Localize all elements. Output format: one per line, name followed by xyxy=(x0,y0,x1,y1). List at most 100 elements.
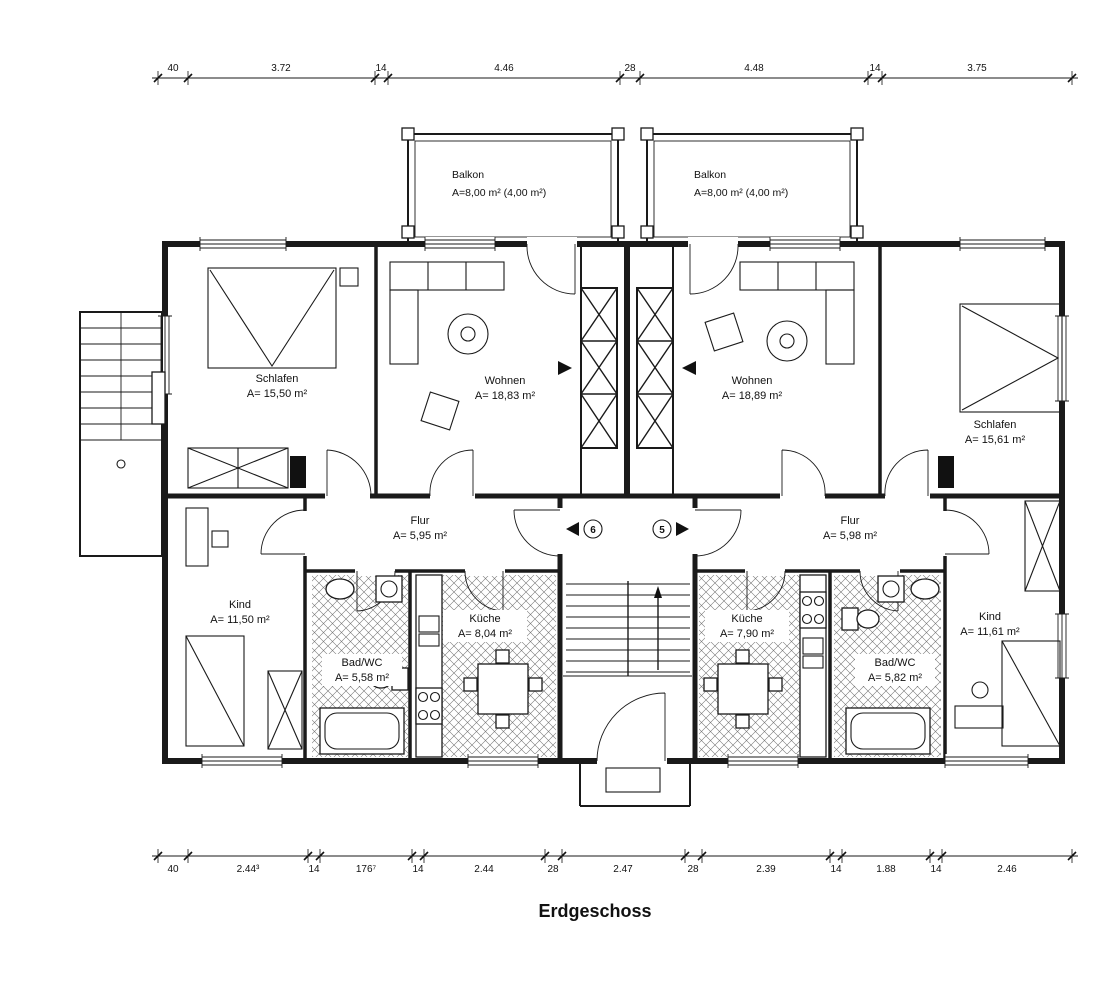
furniture xyxy=(185,261,1063,758)
window-schlafen-right xyxy=(959,237,1046,251)
svg-text:Balkon: Balkon xyxy=(694,169,726,181)
window-right-wall-lower xyxy=(1055,613,1069,679)
svg-text:A= 18,83 m²: A= 18,83 m² xyxy=(475,390,536,402)
wardrobe-kind-right xyxy=(1024,500,1061,592)
svg-text:4.48: 4.48 xyxy=(744,63,764,74)
toilet-bad-right xyxy=(841,607,880,631)
svg-text:A= 5,98 m²: A= 5,98 m² xyxy=(823,530,877,542)
round-table-wohnen-right xyxy=(766,320,808,362)
room-label-bad-left: Bad/WC A= 5,58 m² xyxy=(322,654,402,686)
window-kueche-left xyxy=(467,754,539,768)
svg-text:A=8,00 m² (4,00 m²): A=8,00 m² (4,00 m²) xyxy=(452,187,546,199)
dimension-line-top: 40 3.72 14 4.46 28 4.48 14 3.75 xyxy=(152,63,1078,86)
bed-kind-left xyxy=(185,635,245,747)
sofa-wohnen-left xyxy=(389,261,505,365)
room-label-kind-left: Kind A= 11,50 m² xyxy=(210,599,270,626)
room-labels: Balkon A=8,00 m² (4,00 m²) Balkon A=8,00… xyxy=(210,162,1025,686)
svg-text:A= 5,95 m²: A= 5,95 m² xyxy=(393,530,447,542)
svg-text:14: 14 xyxy=(930,864,942,875)
stove-kueche-right xyxy=(799,591,827,629)
room-label-bad-right: Bad/WC A= 5,82 m² xyxy=(855,654,935,686)
counter-kueche-left xyxy=(415,574,443,758)
svg-text:14: 14 xyxy=(830,864,842,875)
svg-text:28: 28 xyxy=(687,864,699,875)
svg-text:Schlafen: Schlafen xyxy=(256,373,299,385)
floorplan-figure: Balkon A=8,00 m² (4,00 m²) Balkon A=8,00… xyxy=(40,16,1115,971)
room-label-schlafen-left: Schlafen A= 15,50 m² xyxy=(247,373,308,400)
room-label-kueche-right: Küche A= 7,90 m² xyxy=(705,610,789,642)
svg-text:Kind: Kind xyxy=(229,599,251,611)
room-label-kueche-left: Küche A= 8,04 m² xyxy=(443,610,527,642)
door-balcony-right xyxy=(689,243,739,295)
svg-text:Bad/WC: Bad/WC xyxy=(875,657,916,669)
window-schlafen-left xyxy=(199,237,287,251)
bathtub-bad-right xyxy=(845,707,931,755)
bed-schlafen-right xyxy=(959,303,1063,413)
svg-text:Wohnen: Wohnen xyxy=(732,375,773,387)
svg-text:A= 11,50 m²: A= 11,50 m² xyxy=(210,614,270,626)
washer-bad-left xyxy=(375,575,403,603)
shaft-right xyxy=(636,287,674,449)
svg-text:A= 5,82 m²: A= 5,82 m² xyxy=(868,672,922,684)
bed-kind-right xyxy=(1001,640,1061,747)
window-wohnen-left xyxy=(424,237,496,251)
dining-table-kueche-left xyxy=(463,649,543,729)
svg-text:Flur: Flur xyxy=(411,515,430,527)
svg-text:28: 28 xyxy=(547,864,559,875)
sink-bad-left xyxy=(325,578,355,600)
svg-text:14: 14 xyxy=(869,63,881,74)
door-wohnen-left xyxy=(429,449,474,497)
svg-text:Balkon: Balkon xyxy=(452,169,484,181)
window-wohnen-right xyxy=(769,237,841,251)
wall-pier-right xyxy=(938,456,954,488)
svg-text:A= 15,50 m²: A= 15,50 m² xyxy=(247,388,308,400)
room-label-kind-right: Kind A= 11,61 m² xyxy=(960,611,1020,638)
svg-text:5: 5 xyxy=(659,525,665,536)
door-balcony-left xyxy=(526,243,576,295)
room-label-flur-left: Flur A= 5,95 m² xyxy=(393,515,447,542)
stairs-external-left xyxy=(79,311,166,557)
unit-marker-right: 5 xyxy=(652,519,689,539)
svg-text:2.44³: 2.44³ xyxy=(237,864,260,875)
svg-text:Küche: Küche xyxy=(469,613,500,625)
sink-bad-right xyxy=(910,578,940,600)
bathtub-bad-left xyxy=(319,707,405,755)
door-kind-left xyxy=(260,509,306,555)
svg-text:1.88: 1.88 xyxy=(876,864,896,875)
svg-text:Kind: Kind xyxy=(979,611,1001,623)
room-label-schlafen-right: Schlafen A= 15,61 m² xyxy=(965,419,1026,446)
door-openings xyxy=(300,237,950,768)
desk-kind-left xyxy=(185,507,229,567)
svg-text:A= 11,61 m²: A= 11,61 m² xyxy=(960,626,1020,638)
sofa-wohnen-right xyxy=(739,261,855,365)
svg-text:14: 14 xyxy=(308,864,320,875)
desk-kind-right xyxy=(954,681,1004,729)
door-schlafen-right xyxy=(884,449,929,497)
round-table-wohnen-left xyxy=(447,313,489,355)
room-label-flur-right: Flur A= 5,98 m² xyxy=(823,515,877,542)
dining-table-kueche-right xyxy=(703,649,783,729)
stair-direction-arrow xyxy=(654,586,662,598)
door-mat xyxy=(605,767,661,793)
arrow-right-icon xyxy=(676,522,689,536)
window-kind-right xyxy=(944,754,1029,768)
door-building-entrance xyxy=(596,692,666,762)
window-kind-left xyxy=(201,754,283,768)
vent-marker-left xyxy=(558,361,572,375)
unit-marker-left: 6 xyxy=(566,519,603,539)
door-entry-right xyxy=(694,509,742,557)
svg-text:A= 18,89 m²: A= 18,89 m² xyxy=(722,390,783,402)
window-kueche-right xyxy=(727,754,799,768)
side-table-wohnen-left xyxy=(420,391,460,431)
svg-text:4.46: 4.46 xyxy=(494,63,514,74)
svg-text:3.72: 3.72 xyxy=(271,63,291,74)
svg-text:2.47: 2.47 xyxy=(613,864,633,875)
svg-text:A=8,00 m² (4,00 m²): A=8,00 m² (4,00 m²) xyxy=(694,187,788,199)
svg-text:2.46: 2.46 xyxy=(997,864,1017,875)
wardrobe-kind-left xyxy=(267,670,303,750)
room-label-wohnen-left: Wohnen A= 18,83 m² xyxy=(475,375,536,402)
svg-text:Schlafen: Schlafen xyxy=(974,419,1017,431)
svg-text:A= 8,04 m²: A= 8,04 m² xyxy=(458,628,512,640)
svg-text:2.44: 2.44 xyxy=(474,864,494,875)
svg-text:40: 40 xyxy=(167,864,179,875)
